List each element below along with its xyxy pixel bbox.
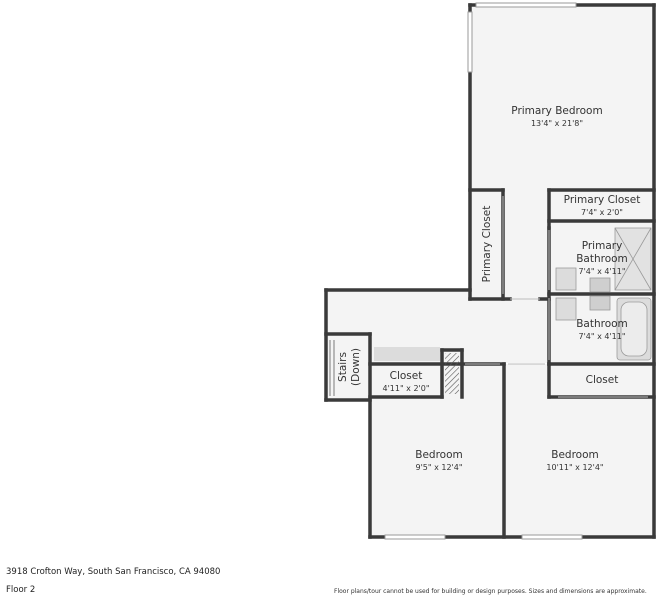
bedroom-right-name: Bedroom — [551, 449, 599, 461]
primary-bathroom-name-line2: Bathroom — [576, 253, 628, 265]
primary-bathroom-fixtures — [555, 227, 652, 293]
primary-bedroom-name: Primary Bedroom — [511, 105, 602, 117]
toilet-icon — [589, 277, 611, 293]
primary-bedroom-dims: 13'4" x 21'8" — [531, 119, 583, 128]
hatched-shaft — [445, 353, 459, 394]
window-left — [467, 11, 473, 73]
door-openings — [465, 196, 648, 398]
closet-mid-name: Closet — [390, 370, 423, 382]
window-bottom-right — [521, 534, 583, 540]
stairs-label-line1: Stairs — [337, 352, 349, 382]
bathroom-toilet-icon — [589, 295, 611, 311]
bathroom-name: Bathroom — [576, 318, 628, 330]
bathroom-fixtures — [555, 295, 652, 361]
closet-right-name: Closet — [586, 374, 619, 386]
bedroom-right-top-floor — [504, 364, 549, 397]
bedroom-right-floor — [504, 397, 654, 537]
primary-bathroom-dims: 7'4" x 4'11" — [578, 267, 625, 276]
address-text: 3918 Crofton Way, South San Francisco, C… — [6, 567, 221, 577]
bathroom-dims: 7'4" x 4'11" — [578, 332, 625, 341]
closet-mid-dims: 4'11" x 2'0" — [382, 384, 429, 393]
primary-closet-left-name: Primary Closet — [481, 206, 493, 283]
sink-icon — [555, 267, 577, 291]
windows — [384, 2, 583, 540]
stair-landing — [374, 347, 440, 361]
window-top — [475, 2, 577, 8]
closet-right-floor — [549, 364, 654, 397]
bedroom-left-dims: 9'5" x 12'4" — [415, 463, 462, 472]
bedroom-right-dims: 10'11" x 12'4" — [546, 463, 603, 472]
bedroom-left-name: Bedroom — [415, 449, 463, 461]
bathroom-sink-icon — [555, 297, 577, 321]
floor-label: Floor 2 — [6, 585, 36, 595]
stairs-floor — [326, 334, 370, 400]
stairs-label-line2: (Down) — [350, 348, 362, 386]
floor-area — [326, 5, 654, 537]
window-bottom-left — [384, 534, 446, 540]
stairs-treads — [329, 340, 335, 396]
bedroom-left-floor — [370, 364, 504, 537]
primary-closet-right-dims: 7'4" x 2'0" — [581, 208, 623, 217]
disclaimer-text: Floor plans/tour cannot be used for buil… — [334, 588, 647, 595]
primary-closet-right-name: Primary Closet — [564, 194, 641, 206]
primary-bathroom-name-line1: Primary — [582, 240, 623, 252]
